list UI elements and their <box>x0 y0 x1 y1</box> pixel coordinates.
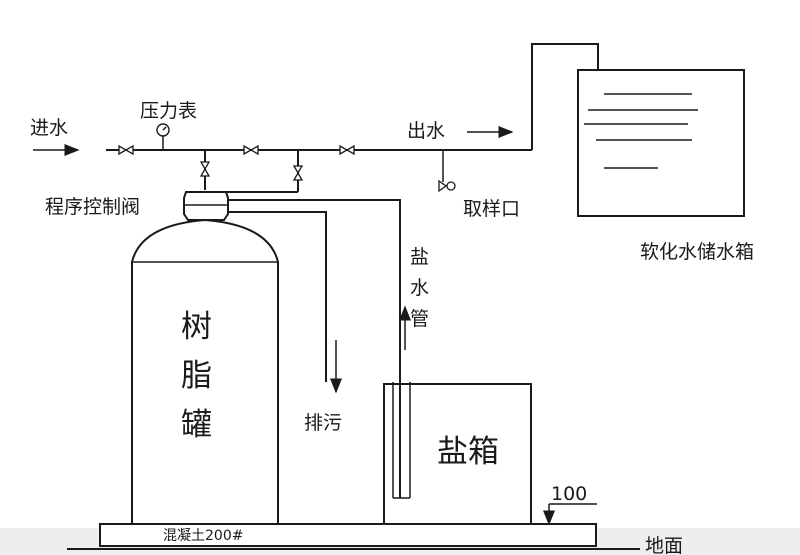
resin-tank-label-1: 树 <box>181 309 212 345</box>
valve-outlet <box>339 144 355 156</box>
sampling-port-label: 取样口 <box>463 198 520 220</box>
pipe-to-storage-tank <box>531 43 599 150</box>
pressure-gauge-needle <box>162 126 167 131</box>
valve-vertical-left <box>199 161 211 177</box>
valve-bypass <box>292 165 304 181</box>
brine-pipe <box>228 199 401 498</box>
storage-tank <box>577 69 745 217</box>
control-valve-label: 程序控制阀 <box>45 196 140 218</box>
valve-inlet <box>118 144 134 156</box>
resin-tank-label-2: 脂 <box>181 358 212 394</box>
height-label: 100 <box>551 483 587 505</box>
outlet-label: 出水 <box>407 120 445 142</box>
storage-tank-label: 软化水储水箱 <box>640 241 754 263</box>
valve-middle <box>243 144 259 156</box>
drain-pipe <box>228 211 327 382</box>
brine-tank-label: 盐箱 <box>437 434 499 470</box>
resin-tank-label-3: 罐 <box>181 407 212 443</box>
inlet-label: 进水 <box>30 117 68 139</box>
resin-tank <box>131 218 279 524</box>
concrete-base-label: 混凝土200# <box>163 528 243 544</box>
concrete-base <box>99 523 597 547</box>
brine-pipe-label-3: 管 <box>410 308 429 330</box>
sampling-port-icon <box>438 179 456 193</box>
ground-label: 地面 <box>645 535 683 555</box>
control-valve <box>183 191 229 221</box>
brine-pipe-label-1: 盐 <box>410 246 429 268</box>
pressure-gauge-label: 压力表 <box>140 100 197 122</box>
brine-pipe-label-2: 水 <box>410 277 429 299</box>
drain-label: 排污 <box>304 412 342 434</box>
